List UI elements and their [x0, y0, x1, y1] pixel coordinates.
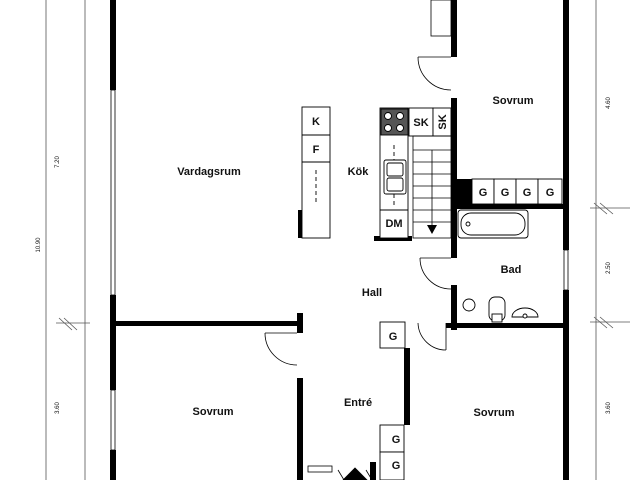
entrance-steps: [337, 467, 373, 480]
room-label-sovrum-top-right: Sovrum: [493, 95, 534, 107]
fixture-label-fridge: K: [312, 116, 320, 128]
fixture-label-g-entre-1: G: [392, 434, 401, 446]
walls: [110, 0, 569, 480]
fixture-label-g-4: G: [546, 187, 555, 199]
windows: [110, 89, 569, 473]
doors: [264, 0, 452, 366]
fixture-label-freezer: F: [313, 144, 320, 156]
bathroom-fixtures: [457, 209, 539, 323]
kitchen-fixtures: [301, 106, 563, 480]
dimension-right-upper: 4.60: [606, 97, 612, 109]
fixture-label-g-2: G: [501, 187, 510, 199]
fixture-label-sk-1: SK: [413, 117, 428, 129]
fixture-label-dishwasher: DM: [385, 218, 402, 230]
fixture-label-g-entre-2: G: [392, 460, 401, 472]
room-label-sovrum-bottom-left: Sovrum: [193, 406, 234, 418]
dimension-right-middle: 2.50: [606, 262, 612, 274]
fixture-label-g-1: G: [479, 187, 488, 199]
fixture-label-g-hall: G: [389, 331, 398, 343]
dimension-right-lower: 3.60: [606, 402, 612, 414]
dimension-lines: [45, 0, 630, 480]
room-label-vardagsrum: Vardagsrum: [177, 166, 241, 178]
room-label-bad: Bad: [501, 264, 522, 276]
dimension-left-lower: 3.60: [55, 402, 61, 414]
room-label-sovrum-bottom-right: Sovrum: [474, 407, 515, 419]
room-label-entre: Entré: [344, 397, 372, 409]
dimension-left-total: 10.90: [36, 237, 42, 253]
room-label-hall: Hall: [362, 287, 382, 299]
stairs-arrow-icon: [427, 225, 437, 234]
fixture-label-sk-2: SK: [437, 114, 449, 129]
dimension-left-upper: 7.20: [55, 156, 61, 168]
stairs: [412, 135, 452, 239]
fixture-label-g-3: G: [523, 187, 532, 199]
room-label-kok: Kök: [348, 166, 370, 178]
